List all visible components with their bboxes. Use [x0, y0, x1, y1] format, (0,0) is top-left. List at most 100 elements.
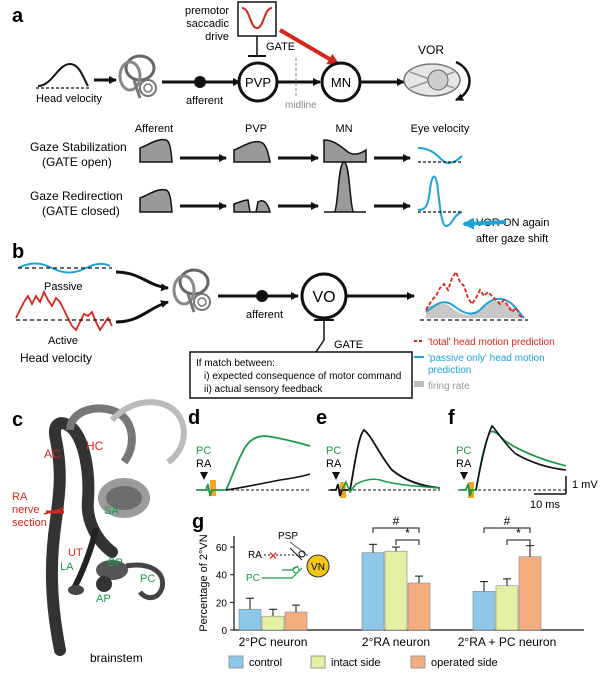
label-ut: UT: [68, 547, 83, 559]
afferent-label-b: afferent: [246, 309, 283, 321]
bar: [472, 590, 496, 631]
inset-vn-label: VN: [311, 562, 325, 573]
afferent-label-a: afferent: [186, 95, 223, 107]
panel-label-f: f: [448, 407, 455, 429]
inset-ra-label: RA: [248, 550, 262, 561]
row1-afferent-wave: [139, 138, 173, 163]
category-label: 2°PC neuron: [239, 635, 308, 649]
panel-label-a: a: [12, 5, 24, 27]
legend-firing-label: firing rate: [428, 381, 470, 392]
y-tick-label: 20: [216, 598, 228, 609]
red-arrow: [278, 28, 340, 66]
gate-label-b: GATE: [334, 339, 363, 351]
mn-label: MN: [331, 75, 351, 90]
d-pc-label: PC: [196, 445, 211, 457]
row2-afferent-wave: [139, 188, 173, 213]
passive-label: Passive: [44, 281, 83, 293]
vor-on-label-1: VOR ON again: [476, 217, 549, 229]
head-velocity-label-a: Head velocity: [36, 93, 103, 105]
bar: [238, 608, 262, 631]
row2-mn-wave: [324, 161, 366, 213]
col-pvp: PVP: [245, 123, 267, 135]
d-stim-arrow: [200, 472, 208, 480]
panel-label-e: e: [316, 407, 327, 429]
vor-on-label-2: after gaze shift: [476, 233, 548, 245]
chart-legend: control intact side operated side: [228, 655, 498, 669]
bar: [407, 582, 431, 631]
sig-star-rapc-bracket: [506, 539, 531, 545]
inner-ear-icon: [118, 54, 157, 99]
bar: [518, 556, 542, 631]
category-label: 2°RA neuron: [362, 635, 430, 649]
inset-synapse-2: [292, 566, 300, 574]
match-box-line3: ii) actual sensory feedback: [204, 384, 323, 395]
premotor-waveform: [241, 7, 273, 30]
row1-mn-wave: [323, 139, 367, 163]
inset-x-mark: ✕: [268, 549, 278, 563]
y-tick-label: 40: [216, 571, 228, 582]
head-velocity-label-b: Head velocity: [20, 351, 92, 365]
f-stim-arrow: [460, 472, 468, 480]
arrow-active-ear: [115, 300, 169, 324]
panel-label-c: c: [12, 409, 23, 431]
e-pc-label: PC: [326, 445, 341, 457]
f-ra-trace: [475, 424, 567, 491]
legend-passive-label-1: 'passive only' head motion: [428, 353, 545, 364]
inset-vn-cell: [306, 554, 330, 578]
inset-schematic: PSP RA ✕ PC VN: [246, 531, 330, 584]
col-afferent: Afferent: [135, 123, 173, 135]
premotor-label-1: premotor: [185, 5, 229, 17]
bar: [361, 552, 385, 631]
scale-ms-label: 10 ms: [530, 499, 560, 511]
inset-synapse-1: [298, 550, 306, 558]
row2-label-1: Gaze Redirection: [30, 189, 123, 203]
total-prediction-curve: [425, 270, 525, 319]
match-box-line1: If match between:: [196, 358, 275, 369]
inset-ra-branch: [289, 547, 303, 561]
bar: [495, 585, 519, 631]
premotor-label-3: drive: [205, 31, 229, 43]
panel-label-b: b: [12, 241, 24, 263]
premotor-drive: premotor saccadic drive GATE: [185, 1, 340, 66]
bar: [384, 550, 408, 631]
col-eye: Eye velocity: [411, 123, 470, 135]
e-pc-trace: [341, 478, 441, 494]
col-mn: MN: [335, 123, 352, 135]
inner-ear-drawing: [45, 399, 187, 656]
d-ra-trace: [225, 473, 311, 491]
eyeball-icon: [403, 60, 471, 102]
d-stim-bar: [210, 480, 216, 496]
row1-label-1: Gaze Stabilization: [30, 140, 127, 154]
legend-firing-swatch: [414, 381, 424, 387]
label-ra-1: RA: [12, 491, 28, 503]
scale-mv-label: 1 mV: [572, 479, 598, 491]
row1-eye-wave: [417, 147, 463, 164]
y-axis-label: Percentage of 2°VN: [198, 534, 210, 631]
sig-hash-ra-marker: #: [393, 514, 400, 528]
sig-star-ra-marker: *: [405, 526, 410, 540]
sig-star-rapc-marker: *: [516, 526, 521, 540]
inset-psp-label: PSP: [278, 531, 298, 542]
label-ra-3: section: [12, 517, 47, 529]
label-pc: PC: [140, 573, 155, 585]
sig-hash-ra-bracket: [372, 527, 420, 533]
row2-eye-wave: [417, 175, 463, 228]
y-tick-label: 0: [221, 626, 227, 637]
label-ac: AC: [44, 447, 61, 461]
label-sa: SA: [104, 505, 119, 517]
f-pc-label: PC: [456, 445, 471, 457]
label-hc: HC: [86, 439, 104, 453]
d-ra-label: RA: [196, 458, 212, 470]
active-label: Active: [48, 335, 78, 347]
sig-hash-rapc-marker: #: [504, 514, 511, 528]
pvp-label: PVP: [245, 75, 271, 90]
panel-label-d: d: [188, 407, 200, 429]
legend-swatch-control: [228, 655, 244, 669]
e-ra-label: RA: [326, 458, 342, 470]
inset-pc-label: PC: [246, 573, 260, 584]
label-brainstem: brainstem: [90, 651, 143, 665]
arrow-passive-ear: [115, 270, 169, 292]
row1-label-2: (GATE open): [42, 155, 112, 169]
row2-pvp-wave: [233, 199, 271, 213]
